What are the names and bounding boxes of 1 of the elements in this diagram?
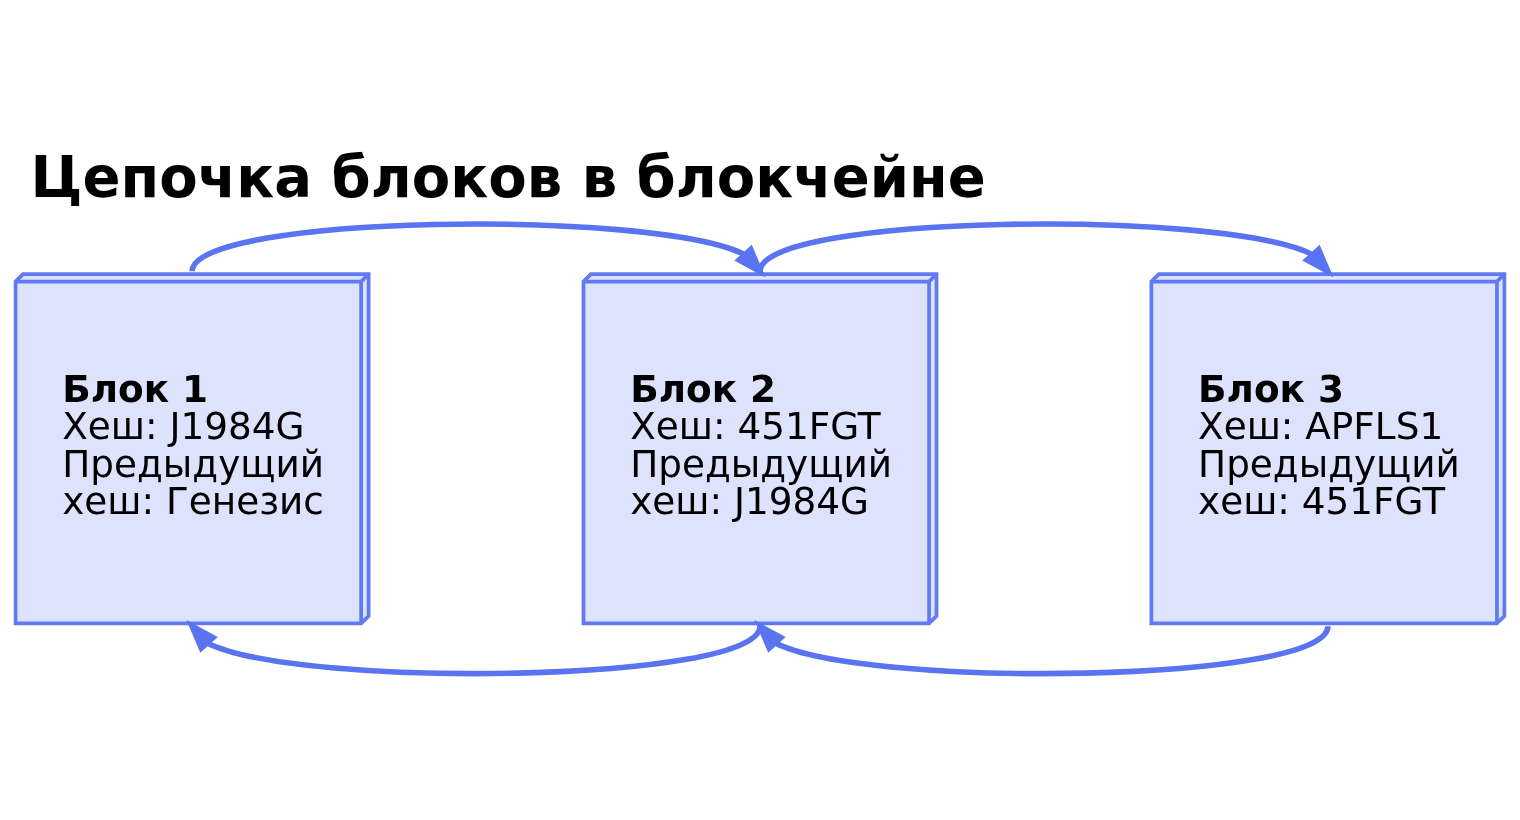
diagram-title: Цепочка блоков в блокчейне <box>30 144 986 210</box>
